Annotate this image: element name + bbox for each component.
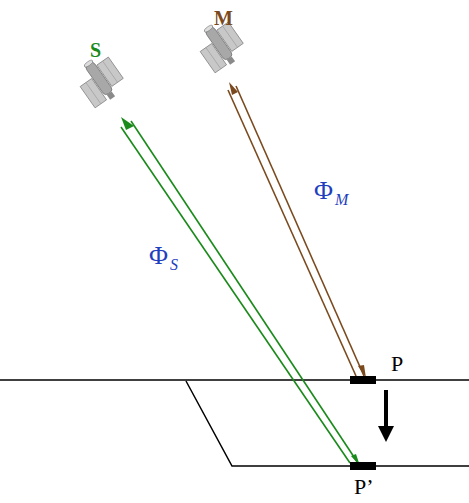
point-label: P’ bbox=[354, 476, 374, 498]
signal-path bbox=[228, 82, 366, 378]
displacement-arrow bbox=[384, 390, 388, 428]
satellite-label: M bbox=[214, 8, 233, 28]
phase-subscript: M bbox=[335, 192, 348, 208]
signal-path bbox=[121, 117, 360, 466]
subsided-surface bbox=[186, 381, 469, 466]
phase-symbol: Φ bbox=[149, 243, 168, 269]
displacement-arrow bbox=[378, 426, 394, 442]
point-label: P bbox=[391, 353, 403, 375]
point-marker bbox=[350, 462, 376, 470]
point-marker bbox=[350, 376, 376, 384]
phase-subscript: S bbox=[170, 257, 178, 273]
phase-symbol: Φ bbox=[314, 178, 333, 204]
ground-surface bbox=[0, 379, 469, 381]
satellite-label: S bbox=[90, 40, 101, 60]
